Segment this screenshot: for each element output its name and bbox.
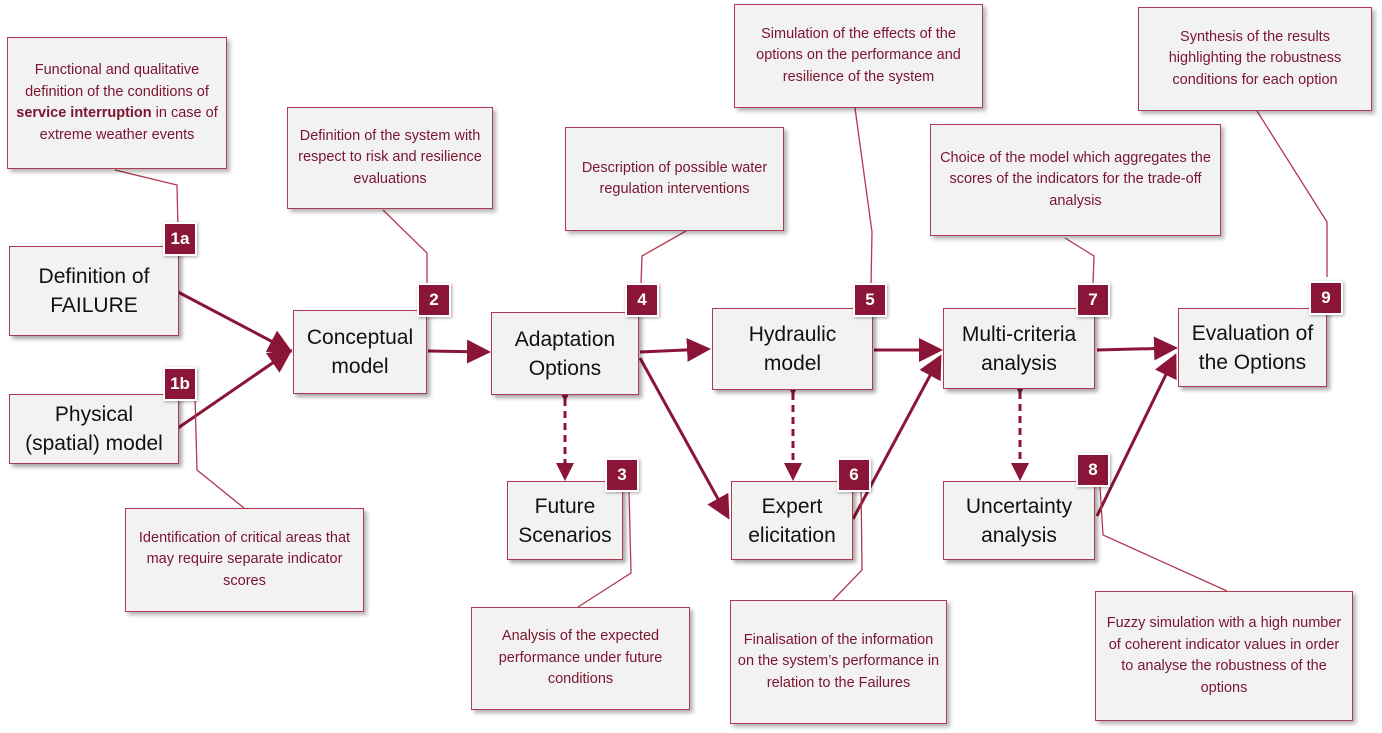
node-uncertainty-analysis: Uncertainty analysis <box>943 481 1095 560</box>
badge-1a: 1a <box>163 222 197 256</box>
arrow-adaptation-to-hydraulic <box>639 337 711 362</box>
leader-7 <box>1064 237 1095 285</box>
badge-8: 8 <box>1076 453 1110 487</box>
note-1b-text: Identification of critical areas that ma… <box>138 529 351 589</box>
note-8-text: Fuzzy simulation with a high number of c… <box>1106 615 1342 696</box>
node-definition-of-failure: Definition of FAILURE <box>9 246 179 336</box>
arrow-conceptual-to-adaptation <box>427 339 491 364</box>
note-3: Analysis of the expected performance und… <box>471 607 690 710</box>
note-6: Finalisation of the information on the s… <box>730 600 947 724</box>
leader-3 <box>577 489 632 608</box>
note-6-text: Finalisation of the information on the s… <box>737 631 940 691</box>
arrow-physical-to-conceptual <box>177 349 293 430</box>
badge-9: 9 <box>1309 281 1343 315</box>
leader-1b <box>194 395 245 509</box>
node-expert-elicitation: Expert elicitation <box>731 481 853 560</box>
badge-4: 4 <box>625 283 659 317</box>
note-1a-text-pre: Functional and qualitative definition of… <box>25 62 209 100</box>
badge-7: 7 <box>1076 283 1110 317</box>
note-5: Simulation of the effects of the options… <box>734 4 983 108</box>
node-adaptation-options: Adaptation Options <box>491 312 639 395</box>
leader-5 <box>854 107 873 286</box>
badge-6: 6 <box>837 458 871 492</box>
note-8: Fuzzy simulation with a high number of c… <box>1095 591 1353 721</box>
note-4: Description of possible water regulation… <box>565 127 784 231</box>
arrow-adaptation-to-expert <box>638 357 730 520</box>
leader-4 <box>640 230 687 285</box>
leader-2 <box>382 209 428 284</box>
node-future-scenarios: Future Scenarios <box>507 481 623 560</box>
arrow-mca-to-evaluation <box>1096 336 1178 361</box>
leader-9 <box>1256 110 1328 277</box>
badge-1b: 1b <box>163 367 197 401</box>
badge-5: 5 <box>853 283 887 317</box>
note-1a: Functional and qualitative definition of… <box>7 37 227 169</box>
note-7-text: Choice of the model which aggregates the… <box>940 149 1211 209</box>
note-9: Synthesis of the results highlighting th… <box>1138 7 1372 111</box>
node-physical-model: Physical (spatial) model <box>9 394 179 464</box>
note-7: Choice of the model which aggregates the… <box>930 124 1221 236</box>
note-9-text: Synthesis of the results highlighting th… <box>1168 28 1342 88</box>
badge-3: 3 <box>605 458 639 492</box>
arrow-expert-to-mca <box>851 354 942 520</box>
badge-2: 2 <box>417 283 451 317</box>
node-evaluation-of-options: Evaluation of the Options <box>1178 308 1327 387</box>
note-1a-text-post: in case of extreme weather events <box>39 105 218 143</box>
node-conceptual-model: Conceptual model <box>293 310 427 394</box>
node-hydraulic-model: Hydraulic model <box>712 308 873 390</box>
note-1a-text-bold: service interruption <box>16 105 152 121</box>
leader-1a <box>114 169 179 231</box>
arrow-uncertainty-to-evaluation <box>1095 353 1177 517</box>
leader-6 <box>832 481 863 601</box>
node-multi-criteria-analysis: Multi-criteria analysis <box>943 308 1095 389</box>
note-5-text: Simulation of the effects of the options… <box>756 25 961 85</box>
note-3-text: Analysis of the expected performance und… <box>498 628 663 688</box>
note-1b: Identification of critical areas that ma… <box>125 508 364 612</box>
leader-8 <box>1099 486 1228 592</box>
note-2: Definition of the system with respect to… <box>287 107 493 209</box>
note-2-text: Definition of the system with respect to… <box>298 127 482 187</box>
note-4-text: Description of possible water regulation… <box>581 159 768 198</box>
arrow-failure-to-conceptual <box>177 290 293 353</box>
